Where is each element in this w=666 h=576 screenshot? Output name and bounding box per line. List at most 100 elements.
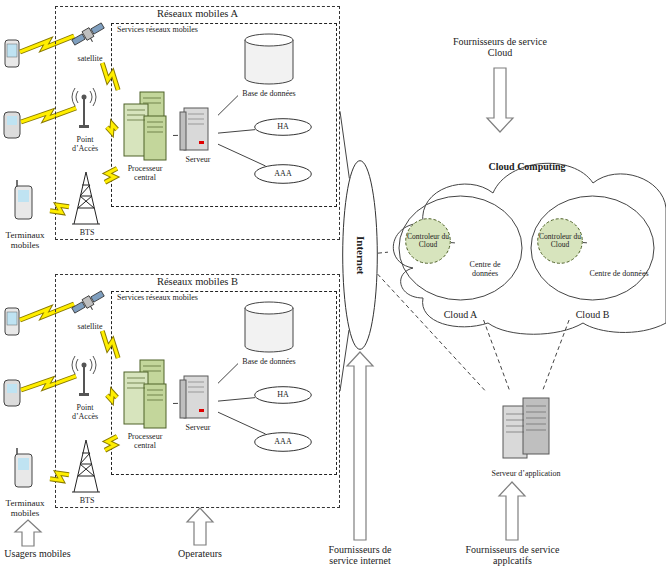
label-group: Controleur du Cloud [405,218,451,264]
lightning-link [50,205,69,212]
node-label: Controleur du Cloud [537,233,583,249]
icon-node: Terminaux mobiles [0,182,50,250]
node-label: satellite [63,55,117,63]
node-label: BTS [69,497,105,505]
icon-node: Serveur [178,106,218,164]
lightning-link [50,473,69,480]
link-line [218,96,238,116]
dashed-link [542,320,569,392]
icon-node: Centre de données [456,212,514,278]
provider-label: Operateurs [160,548,240,559]
link-line [340,330,349,391]
lightning-outline [102,63,118,90]
oval-node: Internet [342,160,378,350]
node-label: Base de données [234,358,304,366]
label-group: Controleur du Cloud [537,218,583,264]
connector [173,135,178,136]
lightning-link [102,331,118,358]
connector [173,403,178,404]
connector [484,320,511,392]
connector [378,252,388,253]
dashed-link [378,274,487,392]
label-group: BTS [69,497,105,505]
network-a-icons [4,21,208,224]
label-group: Cloud B [530,310,655,321]
connector [50,473,69,480]
connector [105,436,117,450]
lightning-outline [107,124,117,132]
label-group: Serveur [172,156,224,164]
lightning-link [105,436,117,450]
node-label: Cloud Computing [388,162,666,173]
node-label: Base de données [234,90,304,98]
label-group: Réseaux mobiles A [56,8,339,19]
node-label: Centre de données [588,270,650,278]
icon-node: BTS [69,437,105,505]
connector [218,144,266,166]
lightning-outline [102,331,118,358]
connector [340,111,349,178]
block-arrow [487,68,513,132]
connector [102,63,118,90]
provider-label: Fournisseurs de service internet [315,544,405,566]
cylinder-body [245,40,293,84]
link-line [218,398,255,402]
outline-shape [255,387,312,404]
connector [451,242,456,243]
label-group: Base de données [234,358,304,366]
connector [50,205,69,212]
oval-node: HA [254,386,312,404]
link-line [173,135,178,136]
connector [107,124,117,132]
node-label: Point d’Accès [63,136,107,153]
label-group: Terminaux mobiles [0,499,50,518]
lightning-outline [105,168,117,182]
node-label: Terminaux mobiles [0,231,50,250]
node-label: Serveur d’application [486,470,566,478]
label-group: BTS [69,229,105,237]
label-group: Serveur d’application [486,470,566,478]
label-group: satellite [63,55,117,63]
label-group: Processeur central [117,165,173,182]
node-label: Processeur central [117,165,173,182]
link-line [218,412,266,434]
dashed-link [378,252,388,253]
node-label: Serveur [172,424,224,432]
node-label: satellite [63,323,117,331]
label-group: Centre de données [588,270,650,278]
outline-shape [245,302,293,352]
icon-node: Terminaux mobiles [0,450,50,518]
connector [218,398,255,402]
icon-node: Processeur central [117,90,173,182]
block-arrow [347,352,373,540]
node-label: Cloud B [530,310,655,321]
block-arrow [15,520,41,546]
label-group: Réseaux mobiles B [56,276,339,287]
label-group: Serveur [172,424,224,432]
label-group: HA [254,118,312,136]
node-label: Cloud A [398,310,523,321]
database-cylinder: Base de données [238,300,300,366]
icon-node: Point d’Accès [63,359,107,421]
lightning-link [107,392,117,400]
label-group: Base de données [234,90,304,98]
network-box: Réseaux mobiles BServices réseaux mobile… [55,274,340,508]
provider-label: Fournisseurs de service Cloud [450,36,550,58]
connector [542,320,569,392]
node-label: Services réseaux mobiles [117,26,198,34]
outline-shape [255,119,312,136]
label-group: satellite [63,323,117,331]
connector [340,330,349,391]
block-arrow [499,482,525,540]
icon-node: Point d’Accès [63,91,107,153]
network-b-icons [4,289,208,492]
database-cylinder: Base de données [238,32,300,98]
cylinder-body [245,308,293,352]
provider-label: Usagers mobiles [0,548,75,559]
icon-node: Serveur [178,374,218,432]
outline-shape [393,163,666,334]
cylinder-top [245,34,293,46]
connector [583,242,588,243]
